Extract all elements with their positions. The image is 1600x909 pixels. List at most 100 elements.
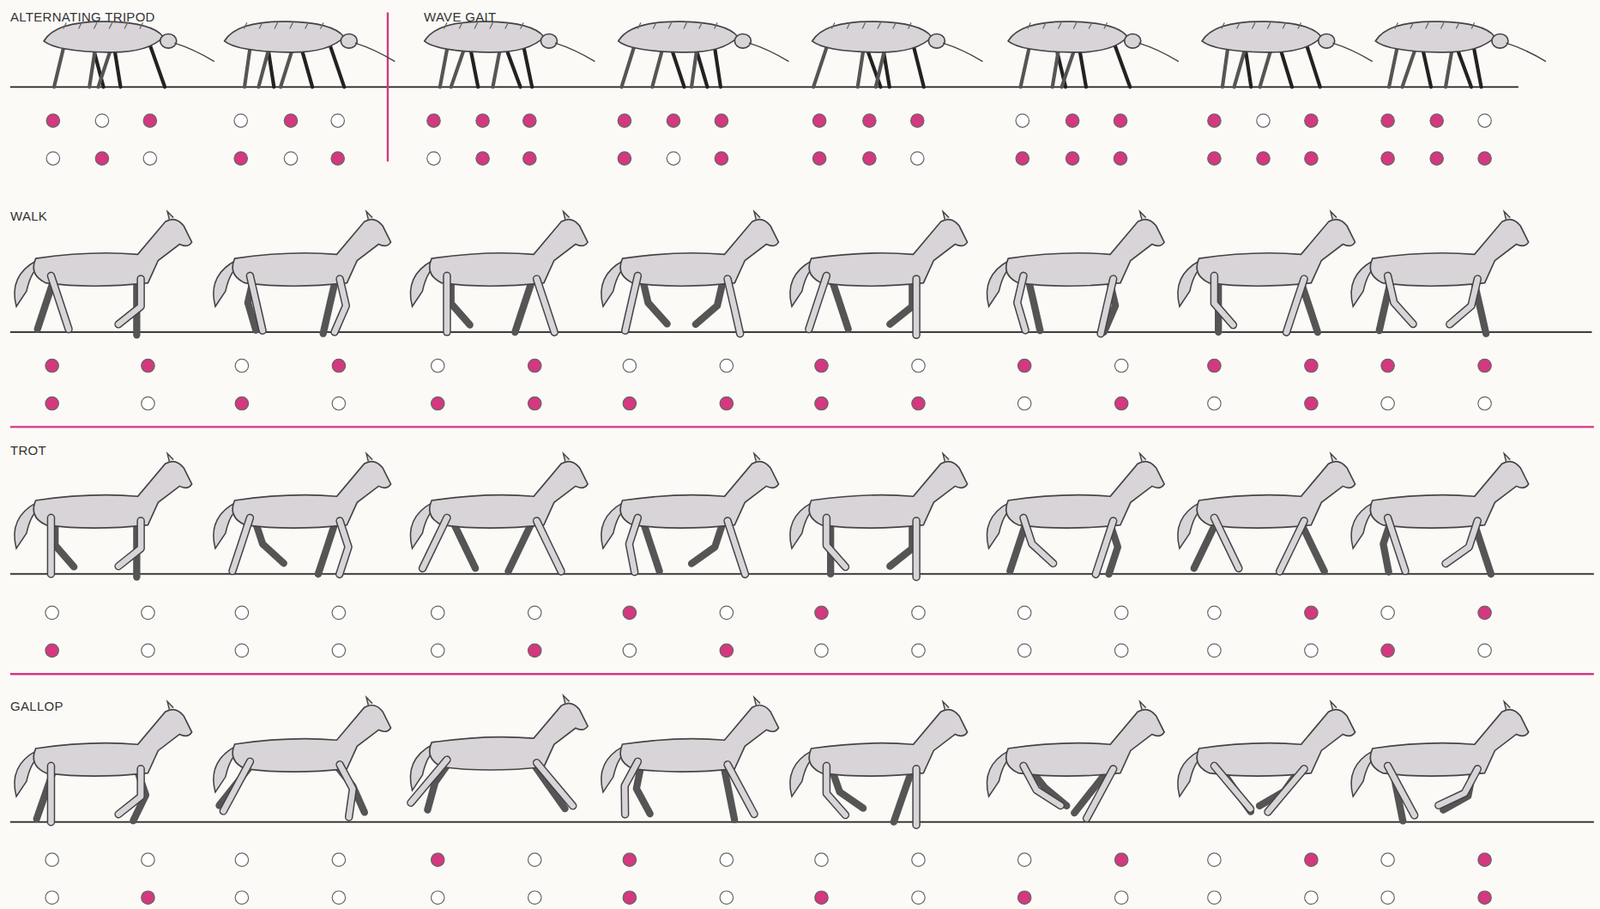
near-leg-outline — [809, 275, 828, 329]
near-leg — [1388, 765, 1415, 816]
insect-segment — [637, 22, 641, 29]
near-leg-outline — [1388, 765, 1415, 816]
insect-segment — [124, 22, 128, 29]
far-leg — [318, 520, 336, 574]
support-dot — [141, 890, 155, 904]
horse-ear — [754, 696, 761, 706]
lifted-dot — [332, 890, 345, 904]
lifted-dot — [431, 358, 445, 372]
support-dot — [1381, 151, 1395, 165]
horse-ear — [167, 452, 174, 462]
insect-figure — [812, 21, 984, 87]
near-leg — [1438, 768, 1478, 805]
support-dot — [1381, 114, 1395, 127]
insect-segment — [520, 22, 525, 29]
horse-body — [1006, 219, 1165, 287]
horse-ear — [563, 211, 570, 220]
insect-figure — [424, 21, 596, 87]
lifted-dot — [1256, 114, 1270, 127]
insect-segment — [259, 22, 263, 29]
horse-figure — [790, 452, 968, 577]
horse-body — [33, 219, 192, 287]
support-dot — [622, 605, 636, 619]
support-dot — [1304, 605, 1318, 619]
support-dot — [1381, 358, 1395, 372]
far-leg — [514, 278, 533, 333]
near-leg-outline — [339, 520, 349, 574]
horse-ear — [1140, 452, 1147, 462]
near-leg-outline — [625, 275, 639, 331]
support-dot — [1017, 890, 1031, 904]
support-dot — [1430, 114, 1444, 127]
lifted-dot — [719, 605, 733, 619]
lifted-dot — [1478, 396, 1492, 410]
near-leg-outline — [1267, 768, 1305, 812]
horse-body — [232, 705, 391, 773]
near-leg — [334, 278, 346, 333]
near-leg-outline — [1388, 517, 1406, 571]
near-leg-outline — [537, 762, 574, 806]
insect-head — [160, 33, 177, 49]
insect-body — [1008, 21, 1128, 53]
near-leg-outline — [826, 517, 846, 567]
support-dot — [1207, 114, 1221, 127]
lifted-dot — [1381, 890, 1395, 904]
insect-segment — [1394, 22, 1399, 29]
horse-ear — [366, 696, 373, 706]
lifted-dot — [1478, 114, 1492, 127]
near-leg — [1213, 765, 1250, 809]
lifted-dot — [1114, 605, 1128, 619]
insect-head — [1318, 33, 1335, 49]
support-dot — [1304, 852, 1318, 866]
gait-label: ALTERNATING TRIPOD — [10, 10, 156, 24]
support-dot — [332, 358, 345, 372]
near-leg — [422, 517, 447, 568]
near-leg-outline — [727, 278, 741, 334]
insect-segment — [458, 22, 463, 29]
insect-body — [1375, 21, 1495, 53]
near-leg — [826, 765, 846, 815]
near-leg-outline — [422, 517, 447, 568]
lifted-dot — [1207, 643, 1221, 657]
support-dot — [911, 396, 925, 410]
horse-body — [1006, 709, 1165, 777]
near-leg-outline — [118, 768, 141, 815]
support-dot — [45, 396, 59, 410]
gait-label: WALK — [10, 209, 48, 223]
near-leg-outline — [118, 520, 141, 567]
lifted-dot — [332, 852, 345, 866]
lifted-dot — [1304, 890, 1318, 904]
insect-segment — [862, 22, 866, 29]
insect-segment — [78, 22, 83, 29]
horse-ear — [563, 452, 570, 462]
insect-body — [1201, 21, 1322, 53]
near-leg-outline — [826, 765, 846, 815]
near-leg — [537, 520, 562, 572]
lifted-dot — [143, 151, 157, 165]
lifted-dot — [1304, 643, 1318, 657]
insect-head — [540, 33, 557, 49]
horse-figure — [601, 211, 779, 333]
gait-label: WAVE GAIT — [423, 10, 496, 24]
support-dot — [1304, 151, 1318, 165]
support-dot — [1015, 151, 1029, 165]
lifted-dot — [431, 890, 445, 904]
horse-figure — [601, 452, 779, 574]
lifted-dot — [1381, 396, 1395, 410]
support-dot — [1304, 358, 1318, 372]
support-dot — [523, 114, 537, 127]
horse-figure — [1177, 211, 1356, 333]
horse-body — [1370, 461, 1528, 529]
near-leg-outline — [911, 768, 921, 825]
insect-segment — [1057, 22, 1062, 29]
support-dot — [1304, 396, 1318, 410]
near-leg-outline — [118, 278, 141, 325]
horse-ear — [942, 700, 949, 710]
lifted-dot — [1017, 643, 1031, 657]
lifted-dot — [911, 890, 925, 904]
support-dot — [235, 396, 248, 410]
near-leg-outline — [339, 764, 353, 817]
horse-ear — [1330, 452, 1337, 462]
insect-antenna — [1506, 42, 1546, 61]
lifted-dot — [234, 114, 248, 127]
